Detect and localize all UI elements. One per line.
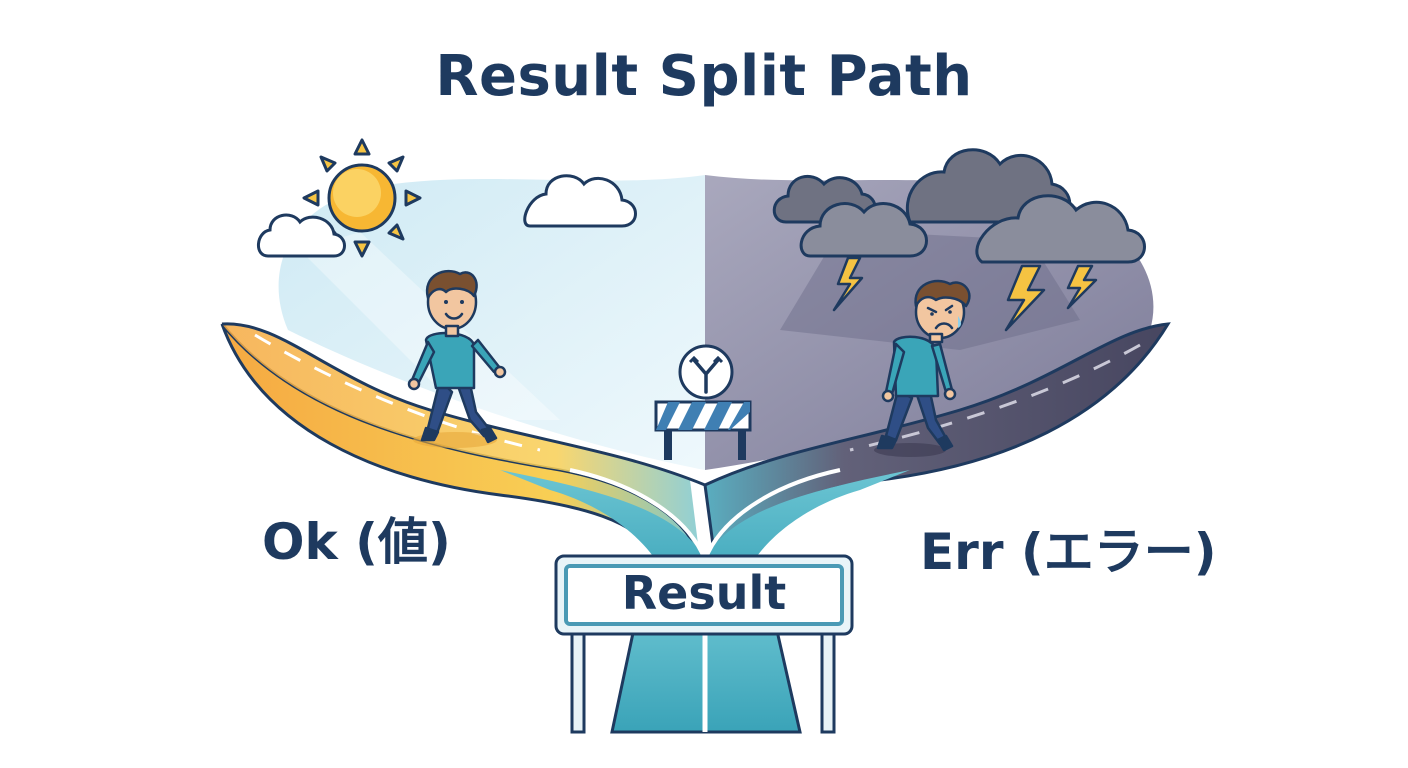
err-road [703, 322, 1171, 565]
result-sign [554, 554, 854, 636]
storm-cloud-icon [799, 194, 1146, 264]
err-branch-label: Err (エラー) [920, 523, 1217, 581]
barrier-icon [654, 400, 752, 460]
fork-arrow-icon [678, 344, 734, 400]
ok-branch-label: Ok (値) [262, 513, 451, 571]
happy-person [407, 269, 507, 448]
sun-icon [302, 138, 422, 258]
cloud-icon [257, 213, 346, 258]
diagram-title: Result Split Path [435, 44, 973, 109]
lightning-icon [832, 256, 1098, 332]
cloud-icon [523, 174, 637, 228]
result-sign-label: Result [621, 566, 787, 620]
sad-person [874, 279, 971, 457]
